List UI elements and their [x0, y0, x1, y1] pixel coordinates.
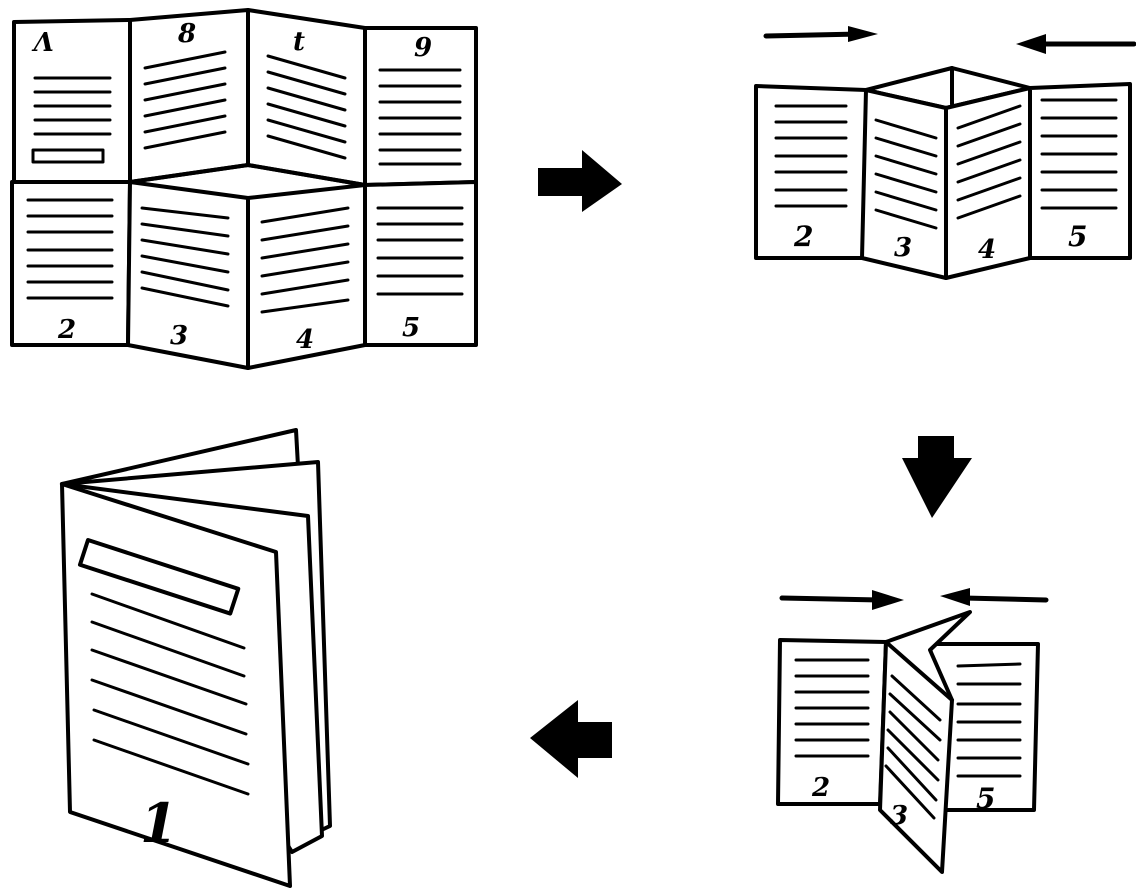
page-number-top-1: V: [31, 25, 54, 55]
panel-bottom-5: [363, 180, 478, 347]
page-number-top-2: 8: [177, 19, 196, 49]
push-arrow-icon: [779, 590, 904, 610]
step4-finished-booklet: 1: [60, 428, 332, 888]
text-lines-top: [31, 50, 462, 166]
panel-2: [776, 638, 888, 806]
booklet-cover: [60, 482, 292, 888]
page-number-4: 4: [978, 235, 996, 265]
title-box-small: [31, 148, 105, 164]
text-lines-bottom: [26, 198, 464, 314]
page-number-bottom-3: 3: [170, 321, 188, 351]
push-arrow-icon: [1016, 34, 1136, 54]
page-number-top-3: t: [293, 27, 305, 57]
center-fold-slit: [128, 163, 367, 187]
page-number-5: 5: [976, 782, 995, 815]
step1-unfolded-sheet: V 8 t 9 2 3 4 5: [10, 8, 478, 370]
panel-top-1: [12, 18, 132, 184]
thick-arrow-left-icon: [530, 700, 612, 778]
page-number-bottom-4: 4: [296, 325, 314, 355]
push-arrow-icon: [763, 26, 878, 42]
step2-pushing-inward: 2 3 4 5: [754, 26, 1136, 280]
step3-collapsing: 2 3 5: [776, 588, 1049, 874]
push-arrow-icon: [940, 588, 1049, 606]
page-number-5: 5: [1068, 220, 1087, 253]
cover-title-box: [77, 538, 241, 616]
page-number-bottom-5: 5: [402, 313, 420, 343]
thick-arrow-down-icon: [902, 436, 972, 518]
thick-arrow-right-icon: [538, 150, 622, 212]
page-number-2: 2: [811, 773, 830, 803]
page-number-3: 3: [894, 233, 912, 263]
page-number-top-4: 9: [414, 33, 432, 63]
page-number-bottom-2: 2: [57, 315, 76, 345]
page-number-3: 3: [890, 801, 908, 831]
cover-page-number: 1: [140, 791, 178, 855]
page-number-2: 2: [793, 220, 813, 253]
